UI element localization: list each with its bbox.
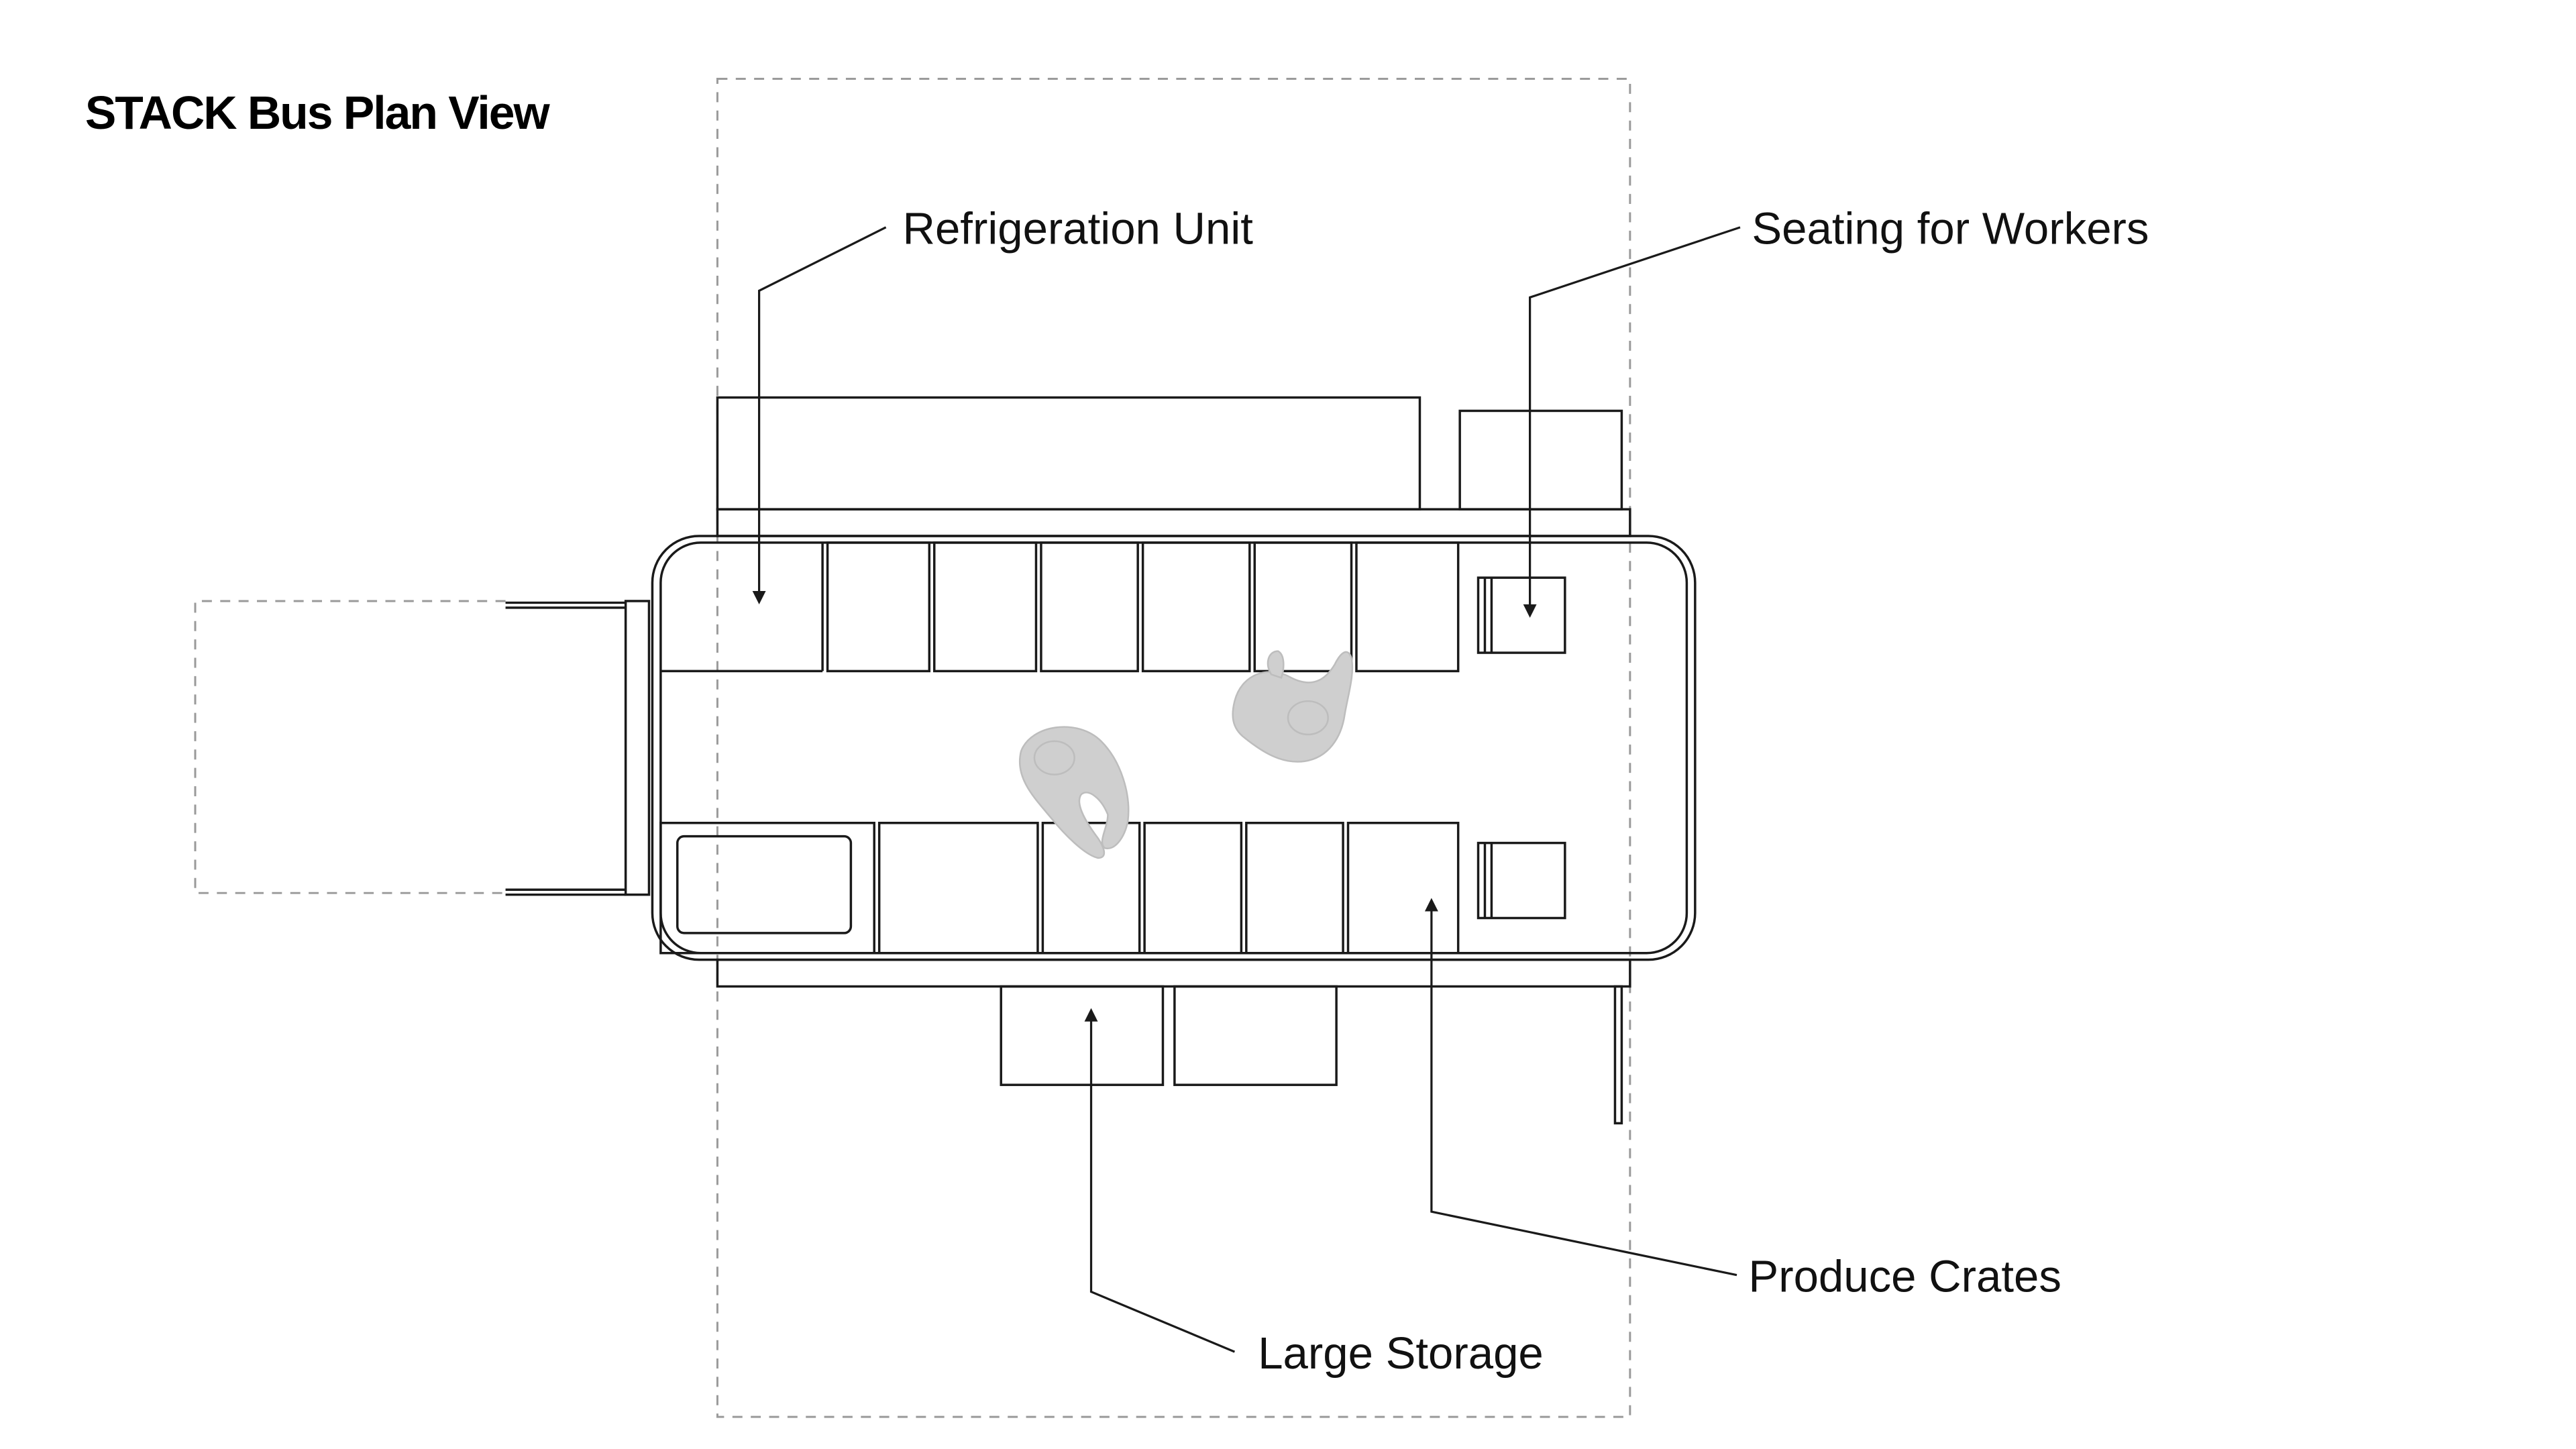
worker-seat-bottom — [1477, 841, 1566, 920]
storage-cabinet — [659, 821, 875, 955]
produce-arrowhead — [1424, 898, 1438, 912]
worker-seat-top — [1477, 576, 1566, 654]
storage-cabinet-inner — [676, 835, 853, 934]
page-title: STACK Bus Plan View — [85, 87, 551, 139]
bottom-crate-5 — [1346, 821, 1460, 955]
worker-figure-left — [1018, 726, 1130, 859]
bus-body-outer — [651, 535, 1697, 961]
worker-figures — [1018, 650, 1354, 859]
bottom-crate-4 — [1245, 821, 1344, 955]
large-storage-label: Large Storage — [1258, 1328, 1544, 1379]
vertical-clearance-zone — [716, 78, 1631, 1418]
bus-outline-group — [505, 396, 1697, 1125]
large-storage-box-right — [1173, 985, 1338, 1086]
top-awning-panel — [716, 396, 1421, 511]
leader-lines — [757, 226, 1741, 1353]
storage-arrowhead — [1084, 1008, 1098, 1022]
top-rail — [716, 508, 1631, 537]
refrigeration-leader — [757, 226, 887, 598]
refrigeration-arrowhead — [752, 591, 766, 604]
rear-clearance-zone — [194, 600, 506, 894]
bottom-crate-3 — [1143, 821, 1243, 955]
seating-for-workers-label: Seating for Workers — [1752, 204, 2149, 254]
refrigeration-unit-label: Refrigeration Unit — [902, 204, 1253, 254]
top-crate-4 — [1141, 541, 1251, 673]
clearance-zones — [194, 78, 1631, 1418]
top-crate-2 — [933, 541, 1038, 673]
top-side-panel — [1458, 409, 1623, 511]
produce-crates-label: Produce Crates — [1748, 1252, 2061, 1302]
worker-figure-right — [1232, 650, 1354, 763]
seating-arrowhead — [1523, 604, 1537, 618]
top-crate-3 — [1040, 541, 1139, 673]
top-crate-6 — [1355, 541, 1460, 673]
large-storage-box-left — [1000, 985, 1165, 1086]
top-crate-1 — [826, 541, 931, 673]
bottom-crate-2 — [1041, 821, 1141, 955]
top-crate-5 — [1253, 541, 1353, 673]
seating-leader — [1529, 226, 1741, 611]
rear-door-frame — [624, 600, 651, 896]
bottom-rail — [716, 958, 1631, 988]
produce-leader — [1430, 904, 1737, 1277]
leader-arrowheads — [752, 591, 1537, 1022]
bus-body-inner — [659, 541, 1688, 955]
storage-leader — [1089, 1014, 1236, 1353]
side-door-panel — [1613, 985, 1623, 1125]
bottom-crate-1 — [877, 821, 1039, 955]
